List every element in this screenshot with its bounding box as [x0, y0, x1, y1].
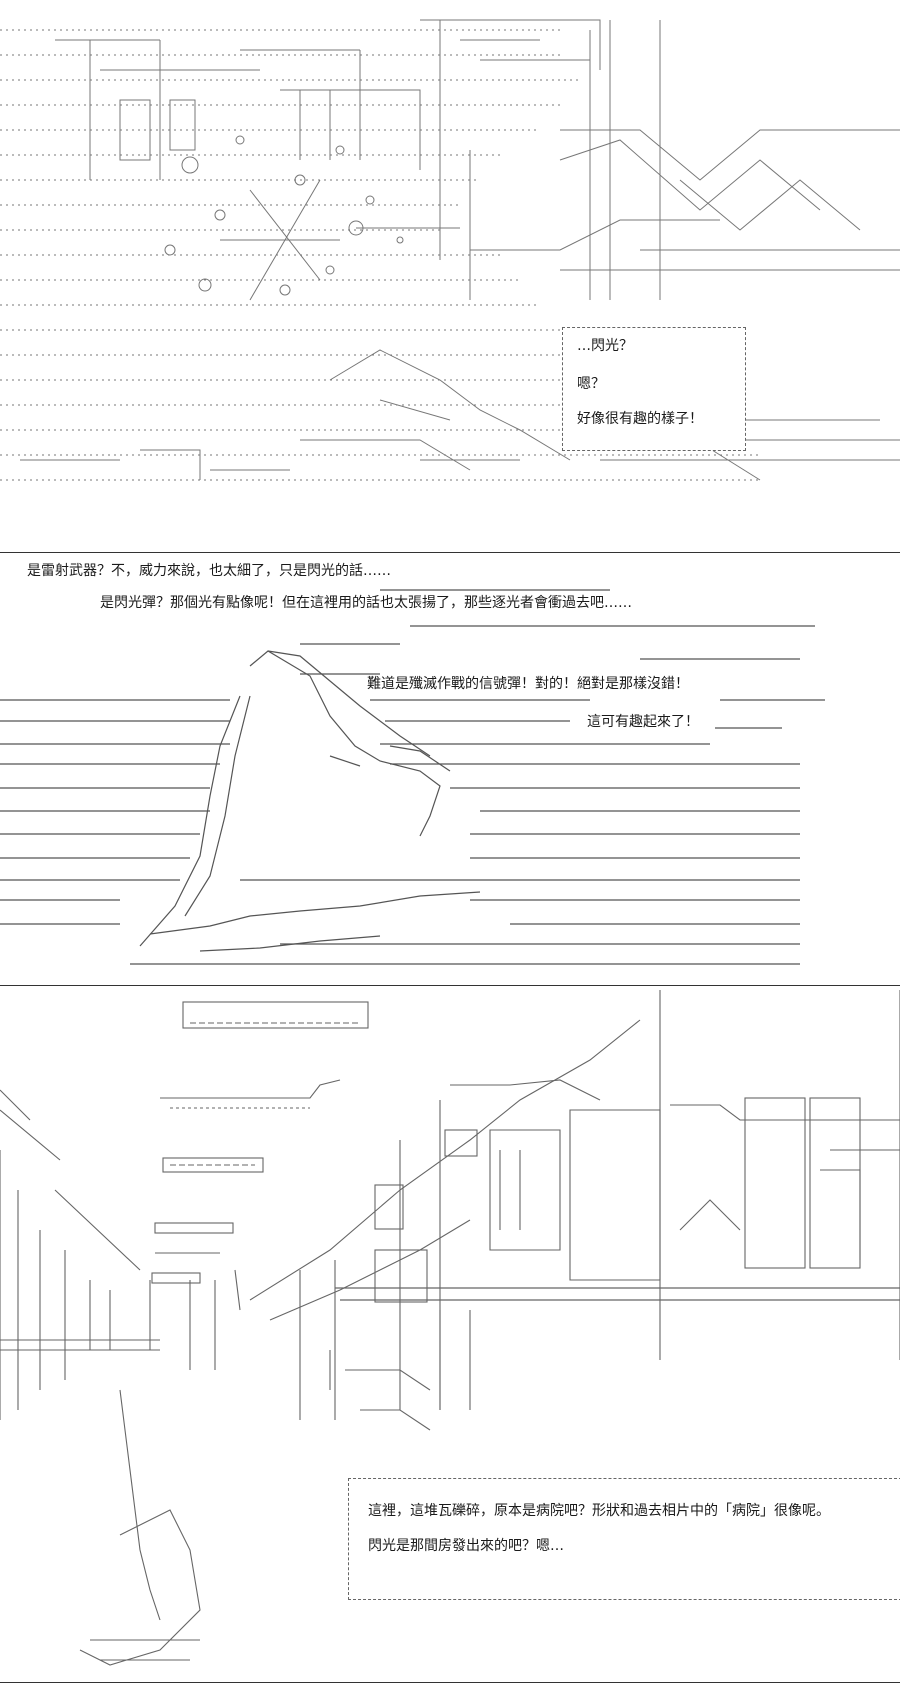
- bubble-line-2: 嗯？: [577, 376, 605, 392]
- panel-light-beam: 是雷射武器？不，威力來說，也太細了，只是閃光的話…… 是閃光彈？那個光有點像呢！…: [0, 556, 900, 981]
- panel-divider-2: [0, 985, 900, 986]
- town-scene-illustration: [0, 19, 900, 481]
- speech-bubble-panel3: [348, 1478, 900, 1600]
- bubble-line-3: 好像很有趣的樣子！: [577, 411, 703, 427]
- panel-town-flash: …閃光？ 嗯？ 好像很有趣的樣子！: [0, 0, 900, 505]
- narration-line-3: 難道是殲滅作戰的信號彈！對的！絕對是那樣沒錯！: [365, 675, 691, 693]
- narration-line-4: 這可有趣起來了！: [585, 713, 701, 731]
- narration-line-1: 是雷射武器？不，威力來說，也太細了，只是閃光的話……: [25, 562, 393, 580]
- narration-line-2: 是閃光彈？那個光有點像呢！但在這裡用的話也太張揚了，那些逐光者會衝過去吧……: [98, 594, 634, 612]
- bubble-line-2: 閃光是那間房發出來的吧？嗯…: [368, 1538, 564, 1554]
- bubble-line-1: 這裡，這堆瓦礫碎，原本是病院吧？形狀和過去相片中的「病院」很像呢。: [368, 1503, 830, 1519]
- panel-divider-1: [0, 552, 900, 553]
- panel-ruined-hospital: 這裡，這堆瓦礫碎，原本是病院吧？形狀和過去相片中的「病院」很像呢。 閃光是那間房…: [0, 990, 900, 1680]
- bubble-line-1: …閃光？: [577, 338, 633, 354]
- speech-bubble-panel1: [562, 327, 746, 451]
- panel-divider-3: [0, 1682, 900, 1683]
- ruined-hospital-illustration: [0, 990, 900, 1666]
- light-beam-illustration: [0, 589, 825, 965]
